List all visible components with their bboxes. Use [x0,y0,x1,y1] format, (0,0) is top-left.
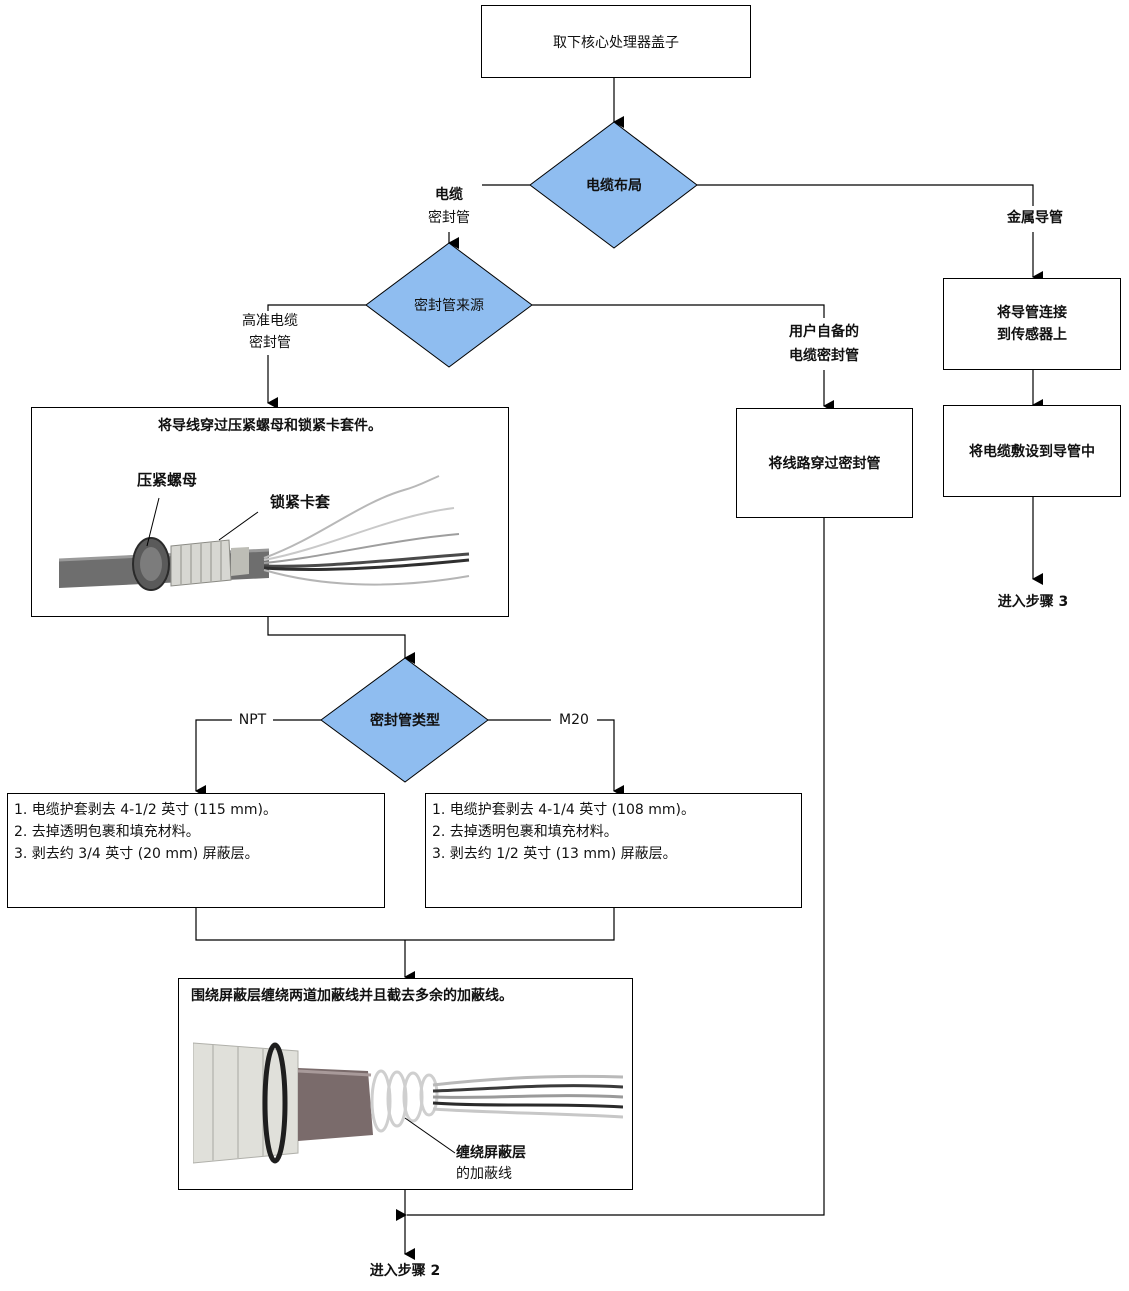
drain-wire-box: 围绕屏蔽层缠绕两道加蔽线并且截去多余的加蔽线。 [178,978,633,1190]
start-box: 取下核心处理器盖子 [481,5,751,78]
connect-conduit-line1: 将导管连接 [997,305,1067,321]
clamp-insert-label: 锁紧卡套 [270,493,331,511]
decision-cable-layout-label: 电缆布局 [586,178,642,194]
decision-gland-type-label: 密封管类型 [370,713,440,729]
decision-gland-source [365,242,533,368]
compression-nut-label: 压紧螺母 [137,471,198,489]
decision-cable-layout [529,121,698,249]
branch-m20: M20 [559,712,589,728]
drain-wire-caption: 围绕屏蔽层缠绕两道加蔽线并且截去多余的加蔽线。 [191,988,513,1004]
npt-steps-box: 1. 电缆护套剥去 4-1/2 英寸 (115 mm)。 2. 去掉透明包裹和填… [7,793,385,908]
cable-gland-photo: 压紧螺母 锁紧卡套 [59,468,489,608]
thread-wires-box: 将导线穿过压紧螺母和锁紧卡套件。 [31,407,509,617]
thread-gland-label: 将线路穿过密封管 [768,456,881,472]
thread-wires-caption: 将导线穿过压紧螺母和锁紧卡套件。 [158,418,382,434]
cable-gland-illustration [59,475,470,591]
branch-cable-gland-line1: 电缆 [435,187,463,203]
npt-step-1: 1. 电缆护套剥去 4-1/2 英寸 (115 mm)。 [14,802,278,818]
m20-steps-list: 1. 电缆护套剥去 4-1/4 英寸 (108 mm)。 2. 去掉透明包裹和填… [432,799,695,865]
m20-steps-box: 1. 电缆护套剥去 4-1/4 英寸 (108 mm)。 2. 去掉透明包裹和填… [425,793,802,908]
thread-gland-box: 将线路穿过密封管 [736,408,913,518]
connect-conduit-box: 将导管连接 到传感器上 [943,278,1121,370]
route-cable-box: 将电缆敷设到导管中 [943,405,1121,497]
branch-user-gland-line1: 用户自备的 [789,324,859,340]
shield-drain-label-line1: 缠绕屏蔽层 [456,1145,526,1161]
start-label: 取下核心处理器盖子 [553,34,679,51]
branch-rosemount-gland-line2: 密封管 [249,335,291,351]
branch-metal-conduit: 金属导管 [1007,210,1063,226]
m20-step-1: 1. 电缆护套剥去 4-1/4 英寸 (108 mm)。 [432,802,696,818]
shield-drain-photo: 缠绕屏蔽层 的加蔽线 [193,1023,623,1183]
branch-npt: NPT [238,712,267,728]
m20-step-2: 2. 去掉透明包裹和填充材料。 [432,824,618,840]
decision-gland-source-label: 密封管来源 [414,298,484,314]
branch-user-gland-line2: 电缆密封管 [789,348,859,364]
exit-step-3: 进入步骤 3 [997,594,1069,610]
npt-step-2: 2. 去掉透明包裹和填充材料。 [14,824,200,840]
m20-step-3: 3. 剥去约 1/2 英寸 (13 mm) 屏蔽层。 [432,846,677,862]
shield-drain-label-line2: 的加蔽线 [456,1166,512,1182]
connect-conduit-line2: 到传感器上 [997,327,1067,343]
branch-cable-gland-line2: 密封管 [428,210,470,226]
branch-rosemount-gland-line1: 高准电缆 [242,313,298,329]
shield-drain-illustration [193,1042,623,1164]
decision-gland-type [320,657,489,783]
exit-step-2: 进入步骤 2 [369,1263,441,1279]
npt-step-3: 3. 剥去约 3/4 英寸 (20 mm) 屏蔽层。 [14,846,259,862]
route-cable-label: 将电缆敷设到导管中 [969,444,1095,460]
npt-steps-list: 1. 电缆护套剥去 4-1/2 英寸 (115 mm)。 2. 去掉透明包裹和填… [14,799,277,865]
